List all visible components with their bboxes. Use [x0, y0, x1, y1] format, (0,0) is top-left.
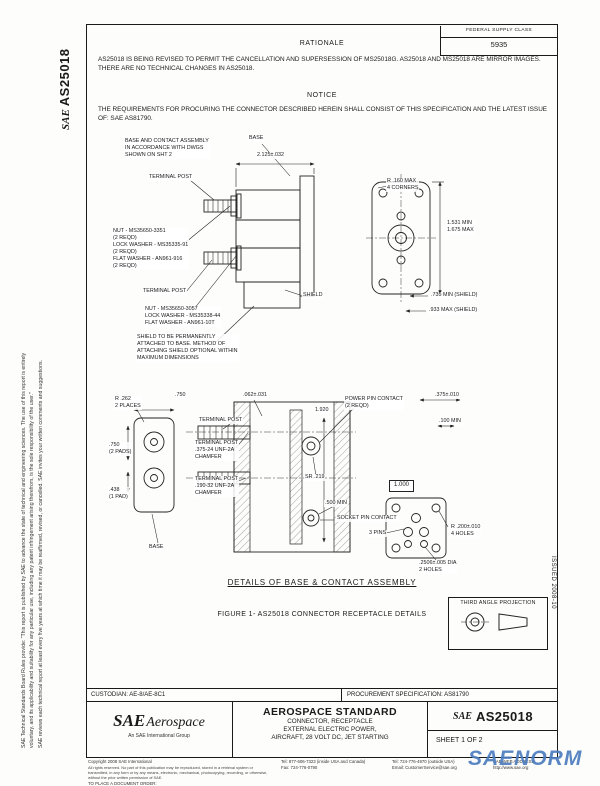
- drawing-callout: BASE AND CONTACT ASSEMBLY IN ACCORDANCE …: [124, 138, 210, 160]
- sheet-number: SHEET 1 OF 2: [436, 737, 483, 744]
- drawing-callout: .100 MIN: [438, 418, 462, 426]
- sae-aerospace-logo: SAEAerospace An SAE International Group: [86, 702, 232, 758]
- figure-caption: FIGURE 1- AS25018 CONNECTOR RECEPTACLE D…: [217, 611, 427, 618]
- federal-supply-class-label: FEDERAL SUPPLY CLASS: [441, 26, 557, 38]
- sae-logo-text: SAE: [113, 711, 146, 730]
- document-title-line: CONNECTOR, RECEPTACLE: [287, 718, 373, 725]
- vertical-doc-code: SAE AS25018: [56, 48, 74, 130]
- third-angle-projection-label: THIRD ANGLE PROJECTION: [460, 600, 536, 606]
- rationale-heading: RATIONALE: [299, 40, 345, 47]
- drawing-callout: R .160 MAX 4 CORNERS: [386, 178, 420, 193]
- notice-heading: NOTICE: [306, 92, 338, 99]
- drawing-callout: .750 (2 PADS): [108, 442, 133, 457]
- drawing-callout: NUT - MS35650-3057 LOCK WASHER - MS35338…: [144, 306, 222, 328]
- doc-number-vertical: AS25018: [57, 48, 72, 107]
- drawing-callout: .062±.031: [242, 392, 268, 400]
- section-hatching: [233, 401, 351, 553]
- drawing-callout: .438 (1 PAD): [108, 487, 129, 502]
- drawing-callout: 1.531 MIN 1.675 MAX: [446, 220, 475, 235]
- rights-text: All rights reserved. No part of this pub…: [88, 764, 268, 781]
- document-title-line: AIRCRAFT, 28 VOLT DC, JET STARTING: [271, 734, 389, 742]
- drawing-callout: .933 MAX (SHIELD): [428, 307, 479, 315]
- standard-title-cell: AEROSPACE STANDARD CONNECTOR, RECEPTACLE…: [232, 702, 428, 758]
- drawing-callout: BASE: [148, 544, 165, 552]
- web-address: SAE WEB ADDRESS: http://www.sae.org: [493, 759, 536, 770]
- tel-outside: Tel: 724-776-4970 (outside USA): [392, 759, 455, 764]
- fax-number: Fax: 724-776-0790: [281, 764, 318, 770]
- federal-supply-class-box: FEDERAL SUPPLY CLASS 5935: [440, 26, 557, 56]
- drawing-callout: .735 MIN (SHIELD): [430, 292, 479, 300]
- drawing-callout: TERMINAL POST .375-24 UNF-2A CHAMFER: [194, 440, 240, 462]
- drawing-callout: BASE: [248, 135, 265, 143]
- drawing-callout: TERMINAL POST .190-32 UNF-2A CHAMFER: [194, 476, 240, 498]
- drawing-callout: 1.920: [314, 407, 330, 415]
- tel-inside: Tel: 877-606-7323 (inside USA and Canada…: [281, 759, 366, 764]
- saenorm-watermark: SAENORM: [468, 747, 583, 770]
- figure-1-drawing: BASE AND CONTACT ASSEMBLY IN ACCORDANCE …: [86, 130, 558, 580]
- drawing-frame-border: [86, 24, 558, 758]
- details-heading: DETAILS OF BASE & CONTACT ASSEMBLY: [227, 578, 417, 587]
- disclaimer-line: SAE reviews each technical report at lea…: [37, 360, 44, 748]
- custodian-row: CUSTODIAN: AE-8/AE-8C1 PROCUREMENT SPECI…: [86, 688, 558, 702]
- sae-logo-text: SAE: [60, 109, 72, 130]
- procurement-spec-cell: PROCUREMENT SPECIFICATION: AS81790: [347, 692, 469, 698]
- notice-text: THE REQUIREMENTS FOR PROCURING THE CONNE…: [98, 106, 548, 122]
- custodian-cell: CUSTODIAN: AE-8/AE-8C1: [86, 689, 342, 701]
- drawing-callout: R .200±.010 4 HOLES: [450, 524, 482, 539]
- drawing-callout: SHIELD: [302, 292, 324, 300]
- projection-symbol-icon: [461, 612, 528, 632]
- drawing-callout: .750: [174, 392, 187, 400]
- drawing-callout: .500 MIN: [324, 500, 348, 508]
- aerospace-logo-text: Aerospace: [146, 715, 205, 730]
- email-address: Email: CustomerService@sae.org: [392, 764, 457, 770]
- left-margin-disclaimer: SAE Technical Standards Board Rules prov…: [20, 34, 45, 748]
- drawing-callout: SR .219: [304, 474, 326, 482]
- third-angle-projection-box: THIRD ANGLE PROJECTION: [448, 597, 548, 650]
- federal-supply-class-value: 5935: [490, 40, 508, 49]
- drawing-callout: R .262 2 PLACES: [114, 396, 142, 411]
- disclaimer-line: SAE Technical Standards Board Rules prov…: [21, 352, 27, 748]
- dimension-lines: [126, 162, 461, 543]
- title-block: SAEAerospace An SAE International Group …: [86, 702, 558, 758]
- technical-drawing-geometry: [126, 143, 461, 561]
- drawing-callout: TERMINAL POST: [142, 288, 188, 296]
- disclaimer-line: voluntary, and its applicability and sui…: [29, 392, 36, 748]
- rationale-text: AS25018 IS BEING REVISED TO PERMIT THE C…: [98, 56, 541, 72]
- drawing-callout: TERMINAL POST: [148, 174, 194, 182]
- drawing-callout: POWER PIN CONTACT (2 REQD): [344, 396, 404, 411]
- drawing-callout: .375±.010: [434, 392, 460, 400]
- document-number: AS25018: [475, 708, 533, 724]
- drawing-callout: SHIELD TO BE PERMANENTLY ATTACHED TO BAS…: [136, 334, 239, 363]
- drawing-callout: SOCKET PIN CONTACT: [336, 515, 398, 523]
- standard-type-label: AEROSPACE STANDARD: [263, 706, 397, 718]
- copyright-line: Copyright 2008 SAE International: [88, 759, 152, 764]
- drawing-callout: 2.125±.032: [256, 152, 285, 160]
- drawing-callout: .2506±.005 DIA 2 HOLES: [418, 560, 458, 575]
- document-title-line: EXTERNAL ELECTRIC POWER,: [283, 726, 377, 734]
- drawing-callout: 1.000: [389, 480, 415, 492]
- drawing-callout: TERMINAL POST: [198, 417, 244, 425]
- drawing-callout: 3 PINS: [368, 530, 388, 538]
- sae-group-subtitle: An SAE International Group: [128, 733, 190, 739]
- document-number-cell: SAE AS25018 SHEET 1 OF 2: [428, 702, 558, 758]
- order-label: TO PLACE A DOCUMENT ORDER:: [88, 780, 157, 786]
- sae-logo-text: SAE: [453, 710, 472, 722]
- drawing-callout: NUT - MS35650-3351 (2 REQD) LOCK WASHER …: [112, 228, 190, 271]
